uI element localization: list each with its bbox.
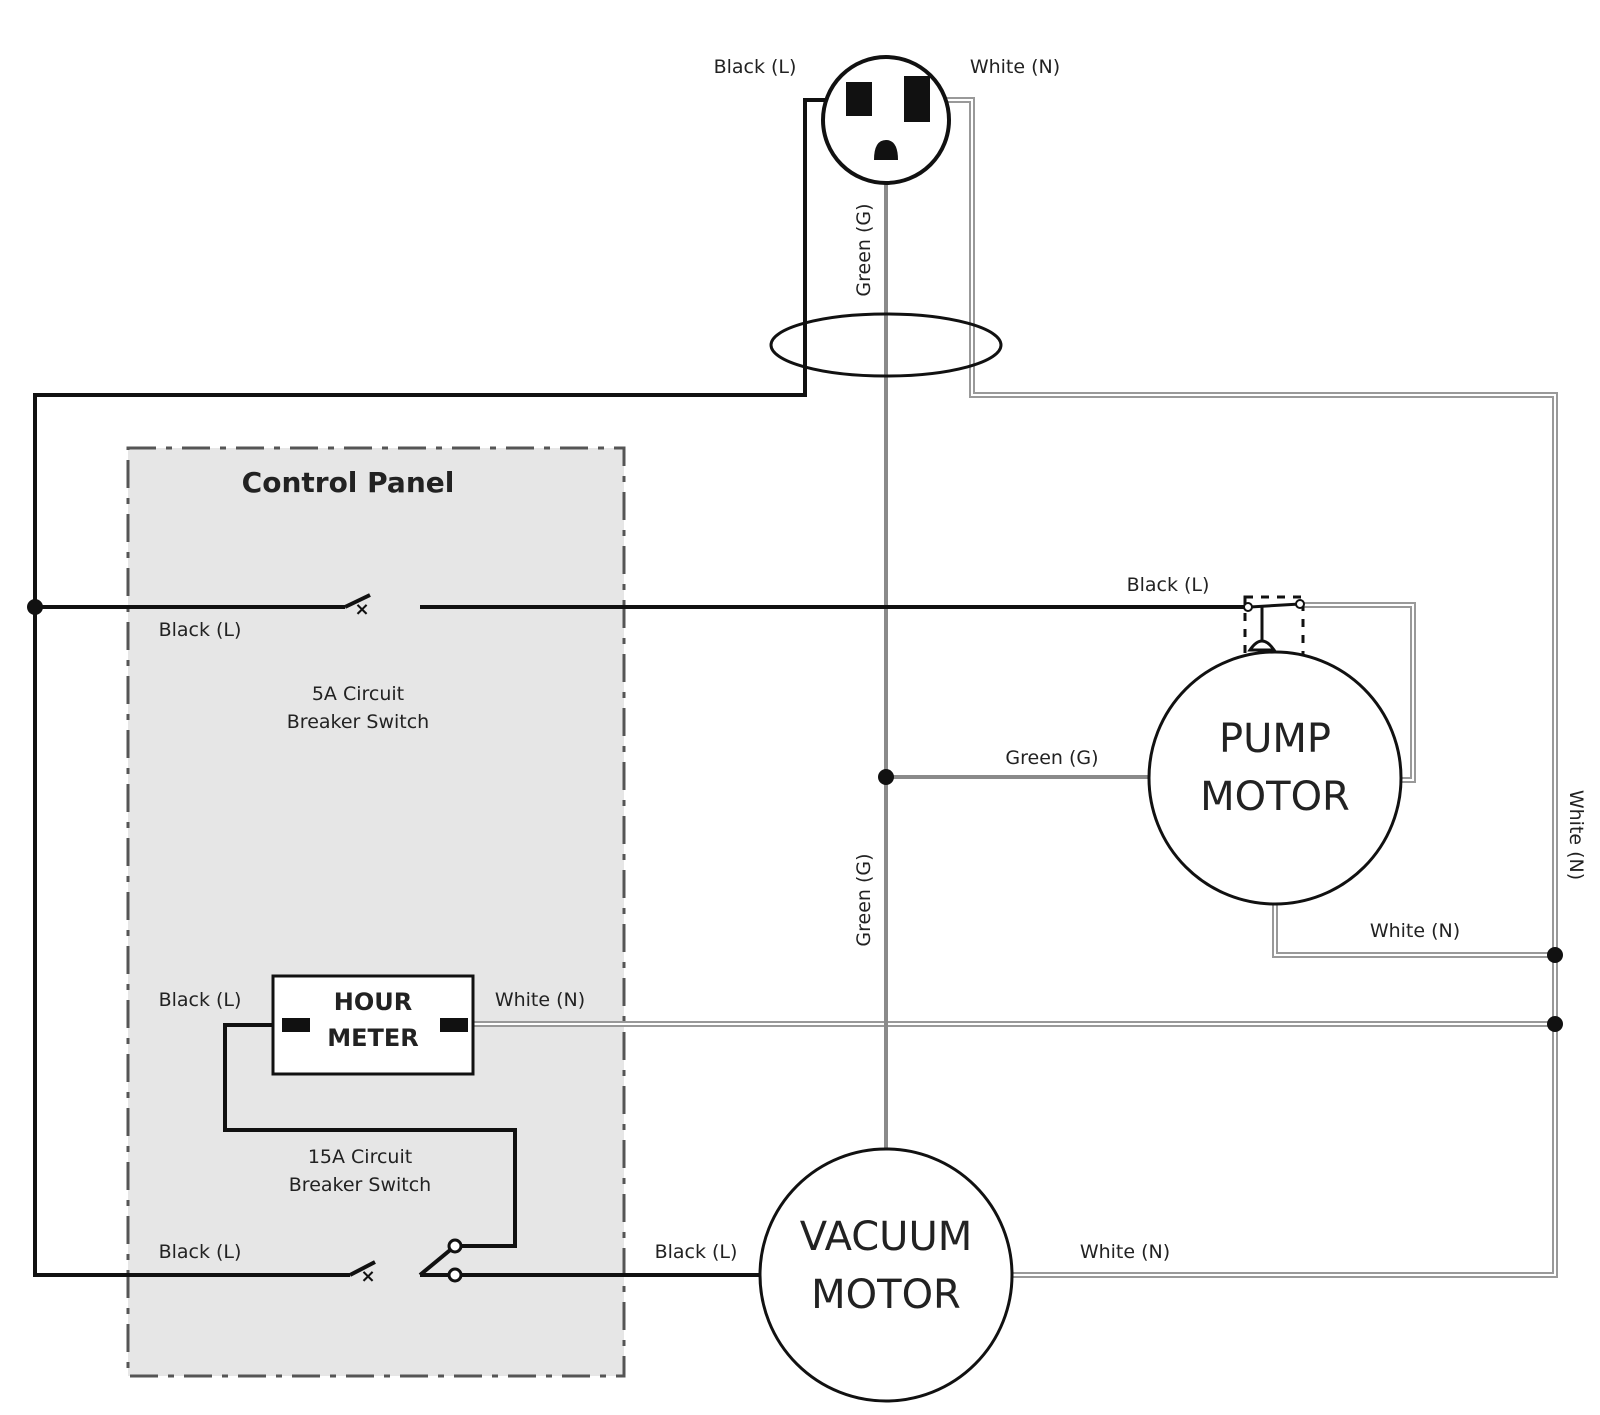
pump-float-switch [1243,595,1305,657]
ground-trunk-label: Green (G) [853,853,875,946]
breaker-5a-label: Breaker Switch [287,711,429,733]
outlet-ground-label: Green (G) [853,203,875,296]
ground-wires [884,160,1148,1148]
pump-motor-label: PUMP [1219,716,1331,762]
neutral-trunk-label: White (N) [1565,790,1587,880]
breaker-5a-input-label: Black (L) [159,619,242,641]
switch-terminal [447,1267,463,1283]
control-panel-box [126,446,626,1378]
vacuum-line-label: Black (L) [655,1241,738,1263]
vacuum-motor-label: VACUUM [800,1214,972,1260]
breaker-5a-label: 5A Circuit [312,683,404,705]
vacuum-motor [758,1147,1014,1403]
outlet-receptacle [821,55,951,185]
control-panel-title: Control Panel [242,466,455,499]
hour-meter-label: METER [327,1024,419,1052]
cable-bundle-ellipse [769,312,1003,378]
outlet-neutral-slot [904,76,930,122]
outlet-ground-pin [874,140,898,160]
outlet-line-label: Black (L) [714,56,797,78]
hour-meter-left-label: Black (L) [159,989,242,1011]
line-wires [33,98,1245,1277]
breaker-15a-label: 15A Circuit [308,1146,412,1168]
pump-motor-label: MOTOR [1200,774,1350,820]
pump-line-label: Black (L) [1127,574,1210,596]
pump-motor [1147,650,1403,906]
svg-text:×: × [354,599,369,620]
junction-dots [27,599,1563,1032]
breaker-15a-label: Breaker Switch [289,1174,431,1196]
outlet-neutral-label: White (N) [970,56,1060,78]
outlet-line-slot [846,82,872,116]
pump-neutral-label: White (N) [1370,920,1460,942]
neutral-wires [468,97,1558,1278]
svg-text:×: × [360,1266,375,1287]
pump-ground-label: Green (G) [1005,747,1098,769]
breaker-15a-input-label: Black (L) [159,1241,242,1263]
vacuum-neutral-label: White (N) [1080,1241,1170,1263]
hour-meter-right-label: White (N) [495,989,585,1011]
switch-terminal [447,1238,463,1254]
hour-meter-label: HOUR [334,988,412,1016]
vacuum-motor-label: MOTOR [811,1272,961,1318]
